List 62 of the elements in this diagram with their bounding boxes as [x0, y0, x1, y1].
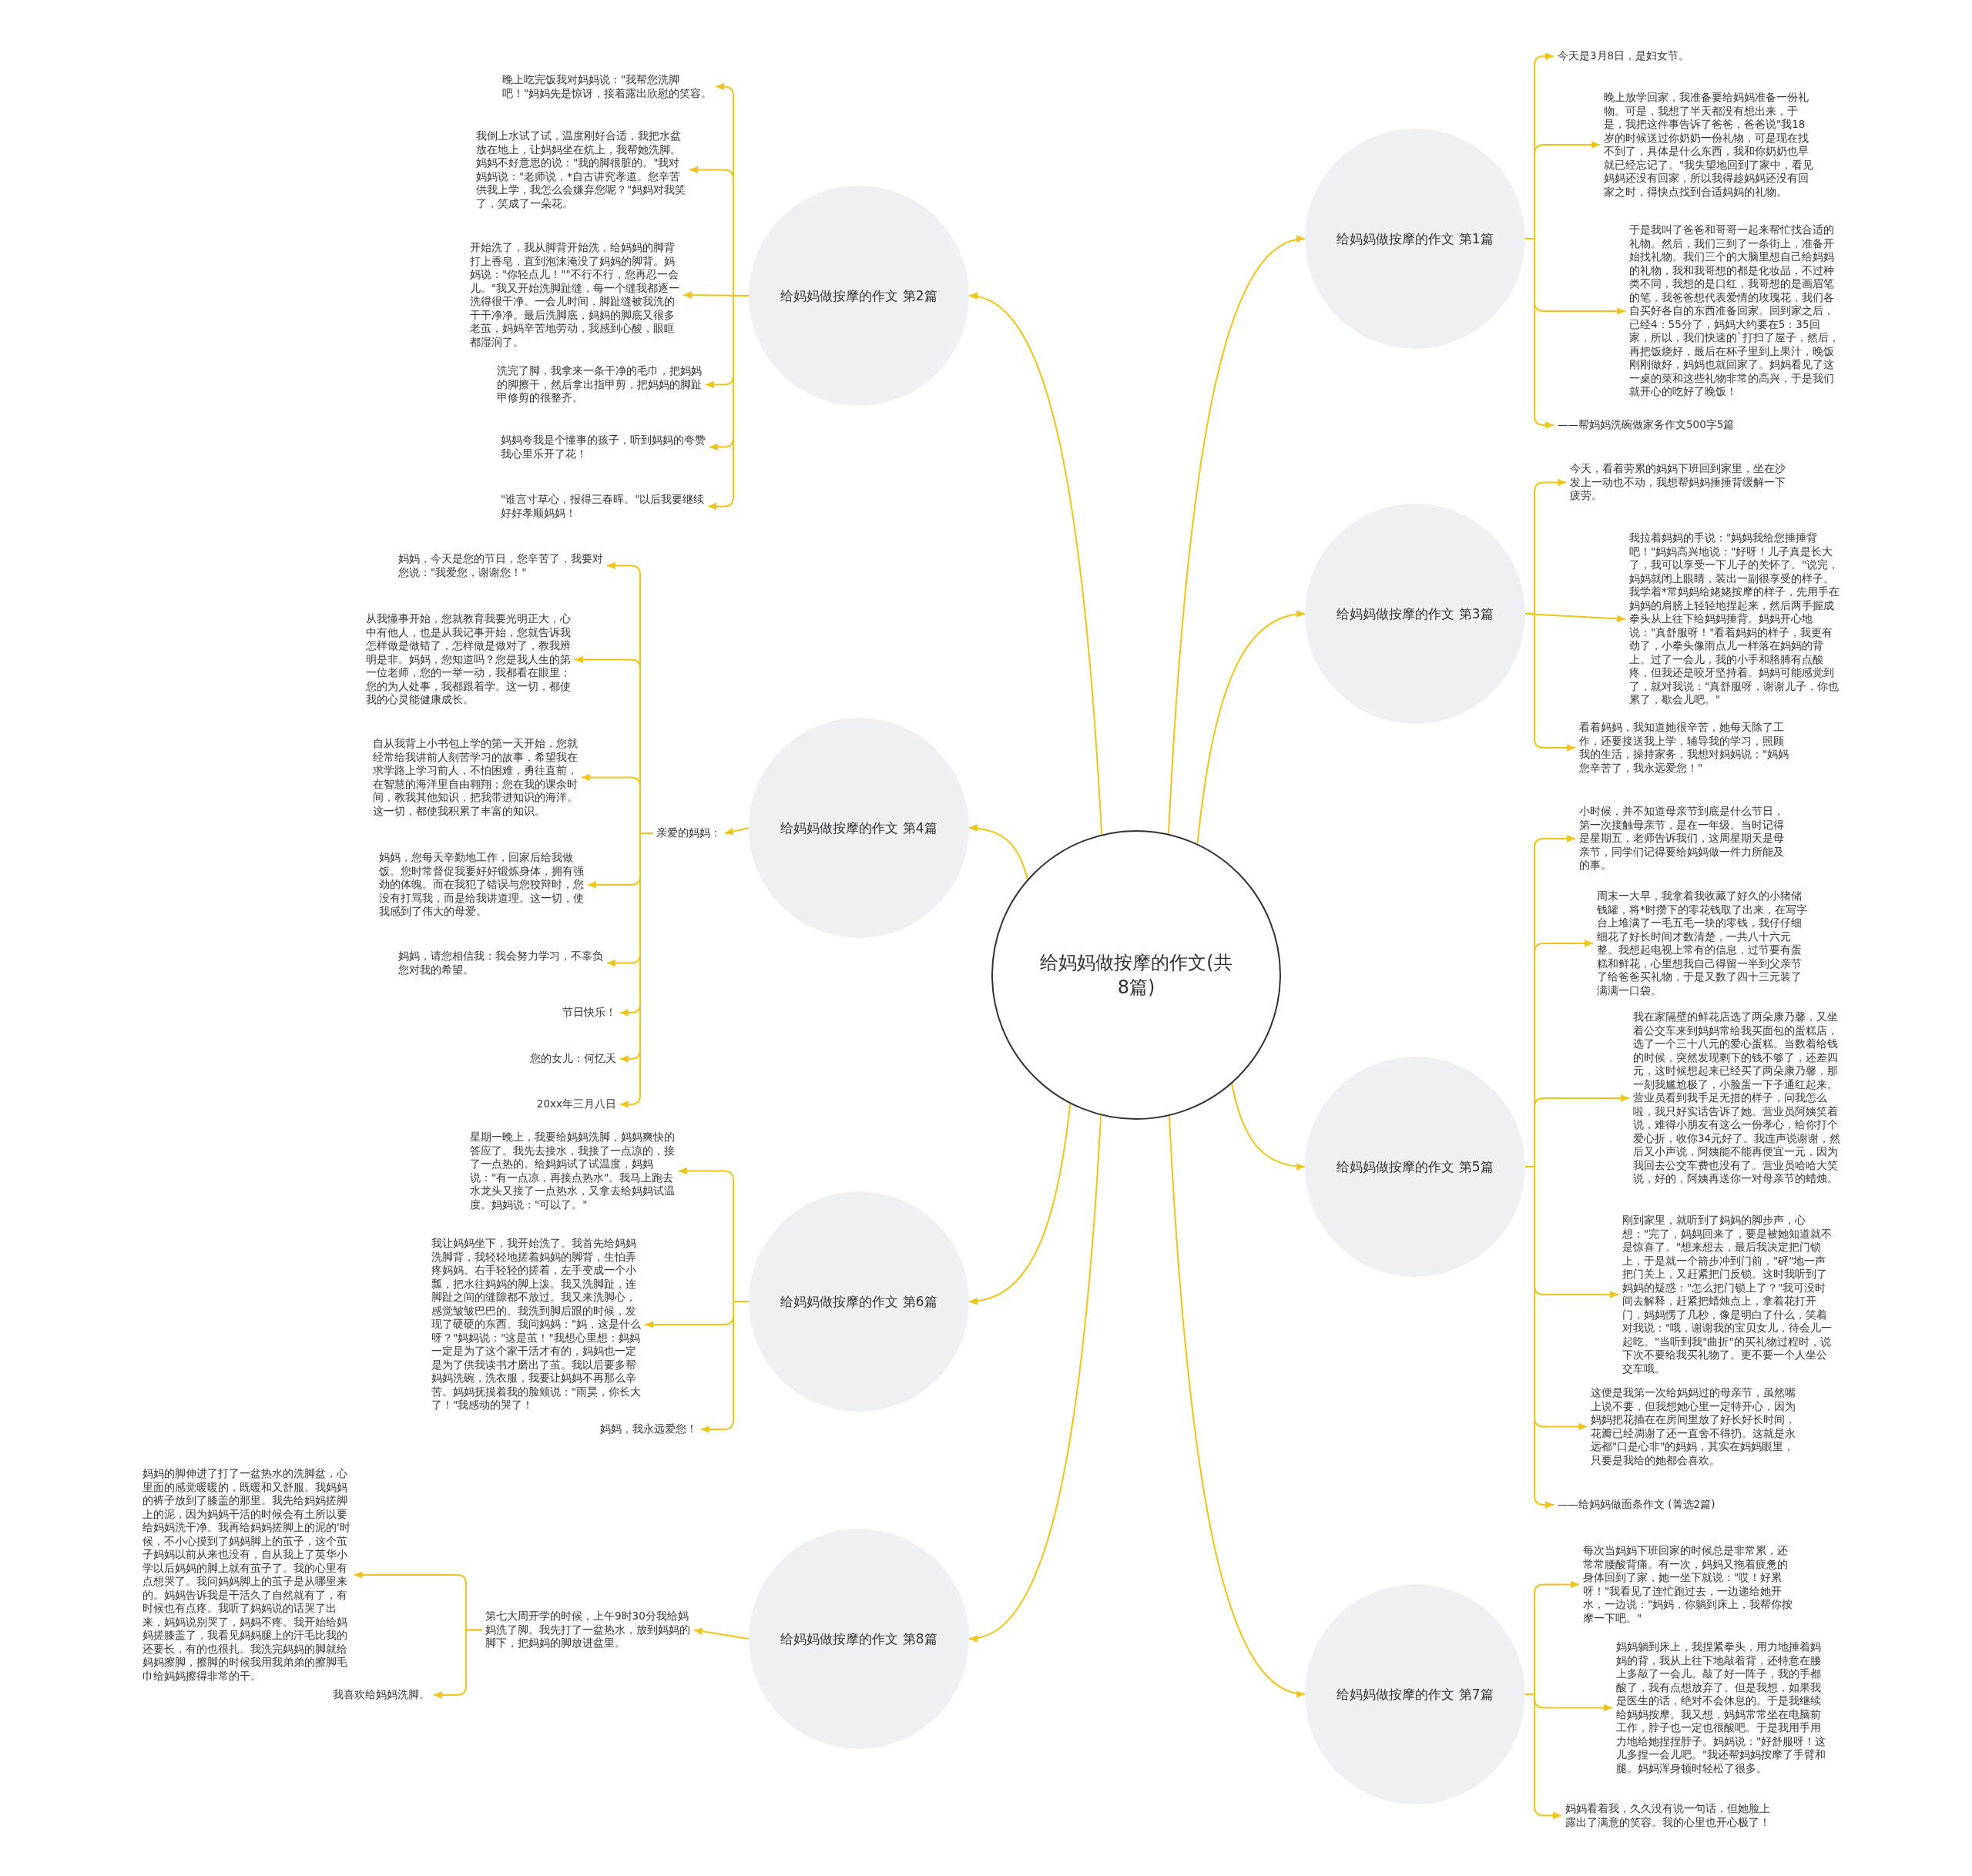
- note-text: 洗完了脚，我拿来一条干净的毛巾，把妈妈的脚擦干，然后拿出指甲剪，把妈妈的脚趾甲修剪的很整齐。: [497, 364, 708, 405]
- note-text: ——帮妈妈洗碗做家务作文500字5篇: [1558, 418, 1789, 432]
- arrow: [1196, 611, 1306, 845]
- note-text: 我倒上水试了试，温度刚好合适，我把水盆放在地上，让妈妈坐在炕上，我帮她洗脚。妈妈不好意思的说："我的脚很脏的。"我对妈妈说："老师说，*自古讲究孝道。您辛苦供我上学，我怎么会嫌弃您呢？"妈妈对我笑了，笑成了一朵花。: [476, 129, 687, 210]
- note-text: 妈妈看着我，久久没有说一句话，但她脸上露出了满意的笑容。我的心里也开心极了！: [1565, 1802, 1776, 1829]
- note-text: 节日快乐！: [493, 1006, 616, 1020]
- arrow: [1168, 236, 1306, 835]
- note-text: 于是我叫了爸爸和哥哥一起来帮忙找合适的礼物。然后，我们三到了一条街上，准备开始找礼物。我们三个的大脑里想自己给妈妈的礼物，我和我哥想的都是化妆品，不过种类不同，我想的是口红，我哥想的是画眉笔的笔，我爸爸想代表爱情的玫瑰花，我们各自买好各自的东西准备回家。回到家之后，已经4：55分了，妈妈大约要在5：35回家，所以，我们快速的`打扫了屋子，然后，再把饭烧好，最后在杯子里到上果汁，晚饭刚刚做好，妈妈也就回家了。妈妈看见了这一桌的菜和这些礼物非常的高兴，于是我们就开心的吃好了晚饭！: [1629, 223, 1840, 399]
- note-text: 今天是3月8日，是妇女节。: [1558, 49, 1789, 63]
- note-text: 今天，看着劳累的妈妈下班回到家里，坐在沙发上一动也不动，我想帮妈妈捶捶背缓解一下疲劳。: [1570, 462, 1790, 503]
- note-text: 刚到家里，就听到了妈妈的脚步声，心想："完了，妈妈回来了，要是被她知道就不是惊喜了。"想来想去，最后我决定把门锁上，于是就一个箭步冲到门前，"砰"地一声把门关上，又赶紧把门反锁。这时我听到了妈妈的疑惑："怎么把门锁上了？"我可没时间去解释，赶紧把蜡烛点上，拿着花打开门，妈妈愣了几秒，像是明白了什么，笑着对我说："哦，谢谢我的宝贝女儿，待会儿一起吃。"当听到我"曲折"的买礼物过程时，说下次不要给我买礼物了。更不要一个人坐公交车哦。: [1622, 1214, 1833, 1375]
- note-text: ——给妈妈做面条作文 (菁选2篇): [1558, 1498, 1789, 1512]
- arrow: [968, 293, 1103, 836]
- arrow: [968, 1103, 1072, 1305]
- arrow: [968, 824, 1028, 880]
- note-text: 开始洗了，我从脚背开始洗，给妈妈的脚背打上香皂，直到泡沫淹没了妈妈的脚背。妈妈说："你轻点儿！""不行不行，您再忍一会儿。"我又开始洗脚趾缝，每一个缝我都逐一洗得很干净。一会儿时间，脚趾缝被我洗的干干净净。最后洗脚底，妈妈的脚底又很多老茧，妈妈辛苦地劳动，我感到心酸，眼眶都湿润了。: [470, 241, 681, 349]
- arrow: [1231, 1083, 1306, 1171]
- arrow: [619, 832, 654, 1108]
- arrow: [1524, 613, 1576, 752]
- note-text: 每次当妈妈下班回家的时候总是非常累，还常常腰酸背痛。有一次，妈妈又拖着疲惫的身体回到了家，她一坐下就说："哎！好累呀！"我看见了连忙跑过去，一边递给她开水，一边说："妈妈，你躺到床上，我帮你按摩一下吧。": [1583, 1544, 1794, 1625]
- note-text: 20xx年三月八日: [493, 1097, 616, 1111]
- arrow: [707, 295, 750, 511]
- note-text: 我喜欢给妈妈洗脚。: [307, 1688, 430, 1702]
- note-text: 这便是我第一次给妈妈过的母亲节，虽然嘴上说不要，但我想她心里一定特开心，因为妈妈把花插在在房间里放了好长好长时间，花瓣已经凋谢了还一直舍不得扔。这就是永远都"口是心非"的妈妈，其实在妈妈眼里，只要是我给的她都会喜欢。: [1591, 1386, 1802, 1467]
- arrow: [1524, 238, 1554, 429]
- note-text: 第七大周开学的时候，上午9时30分我给妈妈洗了脚。我先打了一盆热水，放到妈妈的脚下，把妈妈的脚放进盆里。: [485, 1610, 696, 1650]
- topic-circle: 给妈妈做按摩的作文 第2篇: [749, 186, 969, 406]
- note-text: 晚上放学回家，我准备要给妈妈准备一份礼物。可是，我想了半天都没有想出来，于是，我把这件事告诉了爸爸，爸爸说"我18岁的时候送过你奶奶一份礼物，可是现在找不到了，具体是什么东西，我和你奶奶也早就已经忘记了。"我失望地回到了家中，看见妈妈还没有回家，所以我得趁妈妈还没有回家之时，得快点找到合适妈妈的礼物。: [1604, 91, 1815, 199]
- central-topic-circle: 给妈妈做按摩的作文(共8篇): [991, 830, 1281, 1120]
- note-text: 星期一晚上，我要给妈妈洗脚，妈妈爽快的答应了。我先去接水，我接了一点凉的，接了一点热的。给妈妈试了试温度，妈妈说："有一点凉，再接点热水"。我马上跑去水龙头又接了一点热水，又拿去给妈妈试温度。妈妈说："可以了。": [470, 1131, 681, 1211]
- note-text: "谁言寸草心，报得三春晖。"以后我要继续好好孝顺妈妈！: [501, 493, 712, 520]
- topic-circle: 给妈妈做按摩的作文 第1篇: [1305, 129, 1525, 349]
- arrow: [693, 1627, 750, 1640]
- note-text: 妈妈夸我是个懂事的孩子，听到妈妈的夸赞我心里乐开了花！: [501, 434, 712, 461]
- note-text: 妈妈，我永远爱您！: [574, 1422, 697, 1436]
- note-text: 周末一大早，我拿着我收藏了好久的小猪储钱罐，将*时攒下的零花钱取了出来，在写字台上堆满了一毛五毛一块的零钱，我仔仔细细花了好长时间才数清楚，一共八十六元整。我想起电视上常有的信息，过节要有蛋糕和鲜花，心里想我自己得留一半到父亲节了给爸爸买礼物，于是又数了四十三元装了满满一口袋。: [1597, 889, 1808, 997]
- arrow: [1524, 1693, 1562, 1820]
- arrow: [968, 1114, 1102, 1641]
- note-text: 妈妈躺到床上，我捏紧拳头，用力地捶着妈妈的背，我从上往下地敲着背，还特意在腰上多敲了一会儿。敲了好一阵子，我的手都酸了，我有点想放弃了。但是我想，如果我是医生的话，绝对不会休息的。于是我继续给妈妈按摩。我又想，妈妈常常坐在电脑前工作，脖子也一定也很酸吧。于是我用手用力地给她捏捏脖子。妈妈说："好舒服呀！这儿多捏一会儿吧。"我还帮妈妈按摩了手臂和腿。妈妈浑身顿时轻松了很多。: [1616, 1640, 1827, 1775]
- topic-circle: 给妈妈做按摩的作文 第7篇: [1305, 1584, 1525, 1804]
- note-text: 妈妈，您每天辛勤地工作，回家后给我做饭。您时常督促我要好好锻炼身体，拥有强劲的体魄。而在我犯了错误与您狡辩时，您没有打骂我，而是给我讲道理。这一切，使我感到了伟大的母爱。: [379, 851, 590, 919]
- note-text: 看着妈妈，我知道她很辛苦，她每天除了工作，还要接送我上学，辅导我的学习，照顾我的生活，操持家务，我想对妈妈说："妈妈您辛苦了，我永远爱您！": [1579, 721, 1790, 775]
- arrow: [433, 1629, 483, 1699]
- note-text: 亲爱的妈妈：: [656, 826, 721, 840]
- topic-circle: 给妈妈做按摩的作文 第8篇: [749, 1529, 969, 1749]
- note-text: 我让妈妈坐下，我开始洗了。我首先给妈妈洗脚背，我轻轻地搓着妈妈的脚背，生怕弄疼妈妈。右手轻轻的搓着，左手变成一个小瓢，把水往妈妈的脚上泼。我又洗脚趾，连脚趾之间的缝隙都不放过。我又来洗脚心，感觉皱皱巴巴的。我洗到脚后跟的时候，发现了硬硬的东西。我问妈妈："妈，这是什么呀？"妈妈说："这是茧！"我想心里想：妈妈一定是为了这个家干活才有的，妈妈也一定是为了供我读书才磨出了茧。我以后要多帮妈妈洗碗，洗衣服，我要让妈妈不再那么辛苦。妈妈抚摸着我的脸颊说："雨昊，你长大了！"我感动的哭了！: [431, 1237, 642, 1412]
- topic-circle: 给妈妈做按摩的作文 第6篇: [749, 1191, 969, 1412]
- note-text: 我拉着妈妈的手说："妈妈我给您捶捶背吧！"妈妈高兴地说："好呀！儿子真是长大了，我可以享受一下儿子的关怀了。"说完，妈妈就闭上眼睛，装出一副很享受的样子。我学着*常妈妈给姥姥按摩的样子，先用手在妈妈的肩膀上轻轻地捏起来，然后两手握成拳头从上往下给妈妈捶背。妈妈开心地说："真舒服呀！"看着妈妈的样子，我更有劲了，小拳头像雨点儿一样落在妈妈的背上。过了一会儿，我的小手和胳膊有点酸疼，但我还是咬牙坚持着。妈妈可能感觉到了，就对我说："真舒服呀，谢谢儿子，你也累了，歇会儿吧。": [1629, 531, 1840, 707]
- note-text: 妈妈，今天是您的节日，您辛苦了，我要对您说："我爱您，谢谢您！": [398, 552, 611, 579]
- topic-circle: 给妈妈做按摩的作文 第4篇: [749, 718, 969, 938]
- topic-circle: 给妈妈做按摩的作文 第5篇: [1305, 1057, 1525, 1277]
- note-text: 小时候，并不知道母亲节到底是什么节日，第一次接触母亲节，是在一年级。当时记得是星期五，老师告诉我们，这周星期天是母亲节，同学们记得要给妈妈做一件力所能及的事。: [1579, 805, 1790, 873]
- note-text: 我在家隔壁的鲜花店选了两朵康乃馨，又坐着公交车来到妈妈常给我买面包的蛋糕店，选了一个三十八元的爱心蛋糕。当数着给钱的时候，突然发现剩下的钱不够了，还差四元，这时候想起来已经买了两朵康乃馨，那一刻我尴尬极了，小脸蛋一下子通红起来。营业员看到我手足无措的样子，问我怎么啦，我只好实话告诉了她。营业员阿姨笑着说，难得小朋友有这么一份孝心，给你打个爱心折，收你34元好了。我连声说谢谢，然后又小声说，阿姨能不能再便宜一元，因为我回去公交车费也没有了。营业员哈哈大笑说，好的，阿姨再送你一对母亲节的蜡烛。: [1633, 1010, 1844, 1186]
- note-text: 晚上吃完饭我对妈妈说："我帮您洗脚吧！"妈妈先是惊讶，接着露出欣慰的笑容。: [502, 73, 713, 100]
- note-text: 从我懂事开始，您就教育我要光明正大，心中有他人，也是从我记事开始，您就告诉我怎样做是做错了，怎样做是做对了，教我辨明是非。妈妈，您知道吗？您是我人生的第一位老师，您的一举一动，我都看在眼里；您的为人处事，我都跟着学。这一切，都使我的心灵能健康成长。: [366, 612, 577, 707]
- arrow: [1168, 1115, 1306, 1697]
- note-text: 妈妈，请您相信我：我会努力学习，不辜负您对我的希望。: [398, 950, 611, 977]
- note-text: 妈妈的脚伸进了打了一盆热水的洗脚盆，心里面的感觉暖暖的，既暖和又舒服。我妈妈的裤子放到了膝盖的那里。我先给妈妈搓脚上的泥，因为妈妈干活的时候会有土所以要给妈妈洗干净。我再给妈妈搓脚上的泥的'时候，不小心摸到了妈妈脚上的茧子，这个茧子妈妈以前从来也没有，自从我上了英华小学以后妈妈的脚上就有茧子了。我的心里有点想哭了。我问妈妈脚上的茧子是从哪里来的。妈妈告诉我是干活久了自然就有了，有时候也有点疼。我听了妈妈说的话哭了出来，妈妈说别哭了，妈妈不疼。我开始给妈妈搓膝盖了，我看见妈妈腿上的汗毛比我的还要长，有的也很扎。我洗完妈妈的脚就给妈妈擦脚，擦脚的时候我用我弟弟的擦脚毛巾给妈妈擦得非常的干。: [143, 1467, 354, 1683]
- note-text: 您的女儿：何忆天: [493, 1052, 616, 1066]
- note-text: 自从我背上小书包上学的第一天开始，您就经常给我讲前人刻苦学习的故事，希望我在求学路上学习前人，不怕困难，勇往直前，在智慧的海洋里自由翱翔；您在我的课余时间，教我其他知识，把我带进知识的海洋。这一切，都使我积累了丰富的知识。: [373, 737, 584, 818]
- arrow: [724, 827, 750, 836]
- topic-circle: 给妈妈做按摩的作文 第3篇: [1305, 504, 1525, 724]
